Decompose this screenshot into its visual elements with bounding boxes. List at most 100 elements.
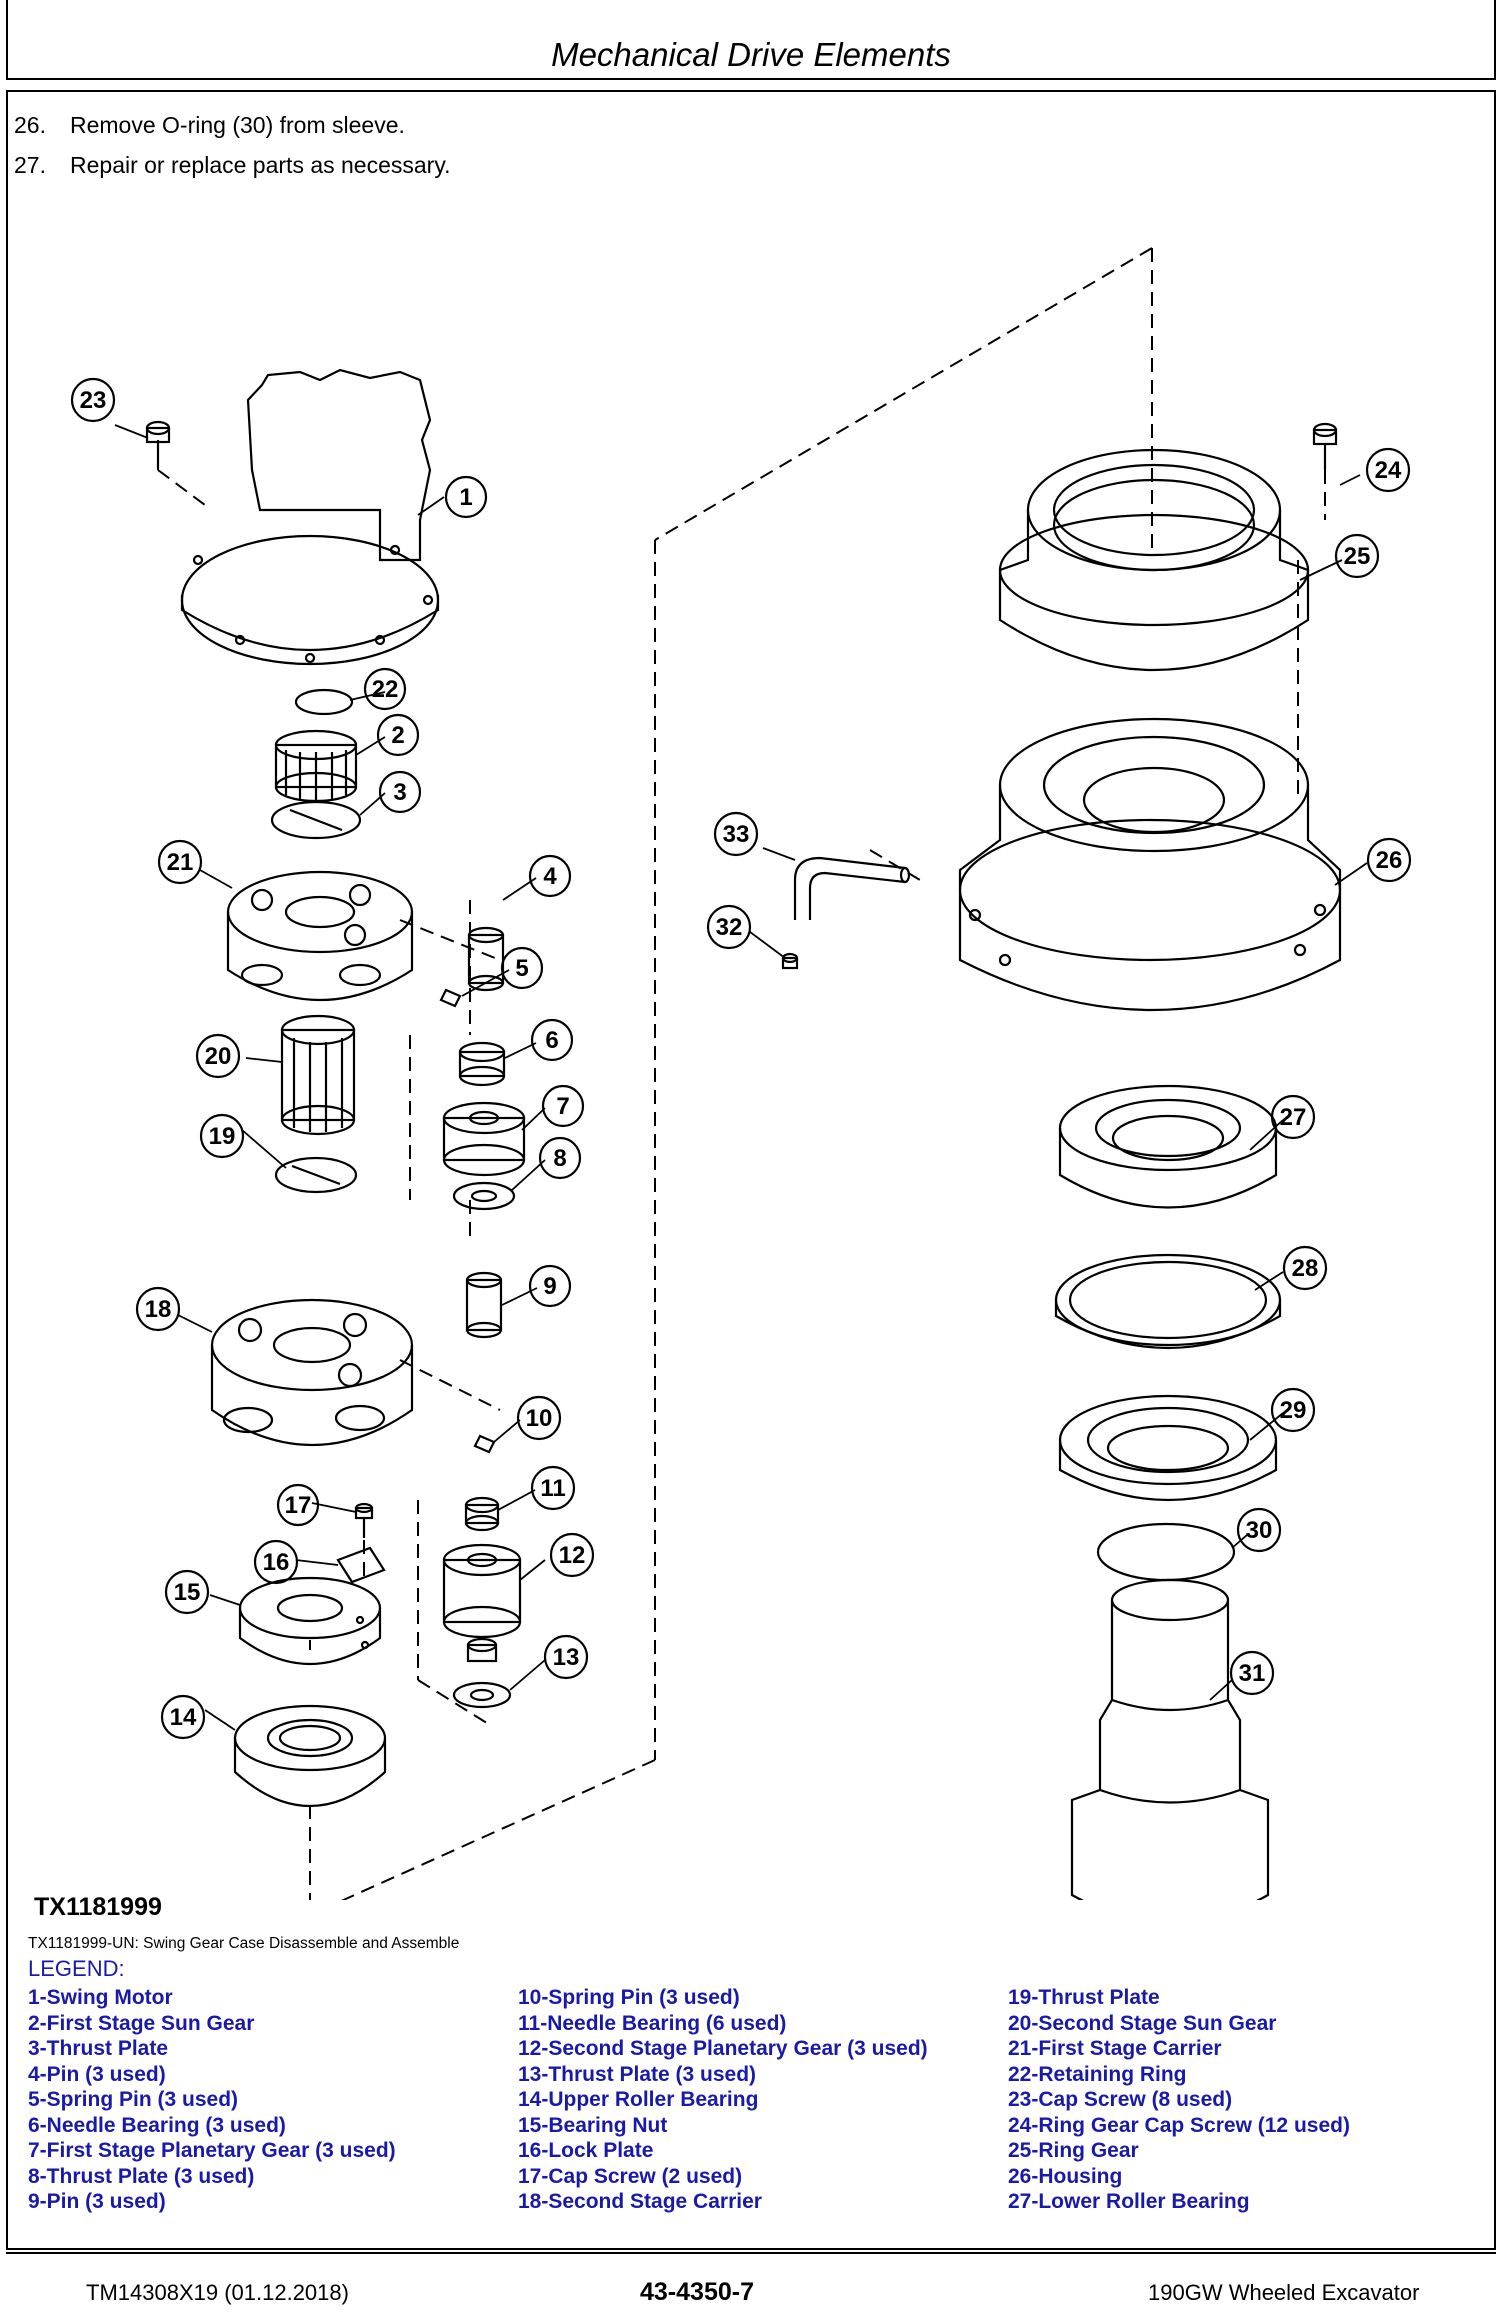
svg-text:33: 33 (723, 821, 750, 848)
header-box: Mechanical Drive Elements (6, 0, 1496, 80)
callout-8: 8 (538, 1136, 582, 1180)
svg-text:23: 23 (80, 387, 107, 414)
legend-item: 12-Second Stage Planetary Gear (3 used) (518, 2037, 928, 2060)
legend-item: 6-Needle Bearing (3 used) (28, 2113, 286, 2137)
callout-33: 33 (713, 811, 759, 857)
callout-13: 13 (543, 1634, 589, 1680)
callout-26: 26 (1366, 837, 1412, 883)
legend-item: 18-Second Stage Carrier (518, 2190, 762, 2213)
ring-gear-drawing (998, 448, 1310, 671)
svg-text:10: 10 (526, 1405, 553, 1432)
legend-item: 23-Cap Screw (8 used) (1008, 2088, 1233, 2111)
legend-item: 19-Thrust Plate (1008, 1986, 1160, 2009)
svg-text:28: 28 (1292, 1255, 1319, 1282)
callout-20: 20 (195, 1033, 241, 1079)
svg-text:8: 8 (553, 1145, 566, 1172)
svg-text:18: 18 (145, 1296, 172, 1323)
second-stage-sun-gear-drawing (280, 1014, 356, 1136)
legend-item: 10-Spring Pin (3 used) (518, 1986, 740, 2009)
callout-15: 15 (164, 1569, 210, 1615)
callout-16: 16 (253, 1539, 299, 1585)
cap-screw-23-drawing (145, 420, 171, 468)
retaining-ring-drawing (294, 688, 354, 716)
figure-id: TX1181999 (34, 1893, 162, 1921)
leader-lines (114, 424, 1368, 1731)
thrust-plate-13-drawing (452, 1637, 512, 1709)
ring-gear-cap-screw-drawing (1312, 422, 1338, 470)
callout-3: 3 (378, 770, 422, 814)
legend-item: 27-Lower Roller Bearing (1008, 2190, 1250, 2213)
svg-text:30: 30 (1246, 1517, 1273, 1544)
callout-25: 25 (1334, 533, 1380, 579)
lock-plate-drawing (336, 1546, 386, 1584)
callout-10: 10 (516, 1395, 562, 1441)
svg-text:29: 29 (1280, 1397, 1307, 1424)
svg-text:24: 24 (1375, 457, 1402, 484)
svg-text:21: 21 (167, 849, 194, 876)
assembly-axis-lines (157, 247, 1326, 1900)
svg-text:4: 4 (543, 863, 557, 890)
needle-bearing-6-drawing (458, 1041, 506, 1087)
figure-caption: TX1181999-UN: Swing Gear Case Disassembl… (28, 1935, 460, 1952)
upper-roller-bearing-drawing (233, 1704, 387, 1808)
thrust-plate-19-drawing (274, 1156, 358, 1194)
legend-title: LEGEND: (28, 1956, 125, 1981)
footer-model-name: 190GW Wheeled Excavator (1148, 2280, 1420, 2305)
svg-text:20: 20 (205, 1043, 232, 1070)
sleeve-drawing (1070, 1578, 1270, 1900)
legend-item: 14-Upper Roller Bearing (518, 2088, 759, 2111)
footer-page-number: 43-4350-7 (640, 2278, 754, 2306)
first-stage-carrier-drawing (226, 870, 414, 1001)
legend-item: 25-Ring Gear (1008, 2139, 1139, 2162)
callout-30: 30 (1236, 1507, 1282, 1553)
callout-14: 14 (160, 1694, 206, 1740)
callout-31: 31 (1229, 1650, 1275, 1696)
footer-document-id: TM14308X19 (01.12.2018) (86, 2280, 349, 2305)
bearing-nut-drawing (238, 1576, 382, 1665)
legend-item: 16-Lock Plate (518, 2139, 654, 2162)
content-box (6, 90, 1496, 2250)
svg-text:31: 31 (1239, 1660, 1266, 1687)
svg-text:1: 1 (459, 484, 472, 511)
svg-text:7: 7 (556, 1093, 569, 1120)
step-text: Repair or replace parts as necessary. (70, 152, 451, 178)
svg-text:12: 12 (559, 1542, 586, 1569)
hose-drawing (793, 856, 911, 920)
page-title: Mechanical Drive Elements (551, 36, 951, 73)
callout-4: 4 (528, 854, 572, 898)
legend-item: 7-First Stage Planetary Gear (3 used) (28, 2139, 396, 2162)
svg-text:15: 15 (174, 1579, 201, 1606)
legend-item: 5-Spring Pin (3 used) (28, 2088, 239, 2111)
step-number: 27. (14, 152, 46, 178)
legend-item: 1-Swing Motor (28, 1986, 173, 2009)
callout-labels: 1 2 3 4 5 6 7 8 9 10 11 12 13 14 15 16 1… (70, 377, 1412, 1740)
callout-11: 11 (530, 1465, 576, 1511)
svg-text:13: 13 (553, 1644, 580, 1671)
ring-28-drawing (1054, 1253, 1282, 1350)
callout-9: 9 (528, 1264, 572, 1308)
legend-column-2: 10-Spring Pin (3 used) 11-Needle Bearing… (518, 1985, 928, 2215)
svg-text:16: 16 (263, 1549, 290, 1576)
svg-text:27: 27 (1280, 1104, 1307, 1131)
svg-text:17: 17 (285, 1492, 312, 1519)
callout-19: 19 (199, 1113, 245, 1159)
legend-item: 13-Thrust Plate (3 used) (518, 2062, 757, 2086)
legend-item: 22-Retaining Ring (1008, 2062, 1187, 2086)
second-stage-carrier-drawing (210, 1298, 414, 1447)
svg-text:26: 26 (1376, 847, 1403, 874)
svg-text:5: 5 (515, 955, 528, 982)
footer-divider (6, 2252, 1496, 2254)
needle-bearing-11-drawing (464, 1496, 500, 1532)
callout-28: 28 (1282, 1245, 1328, 1291)
swing-motor-drawing (180, 368, 440, 666)
svg-text:6: 6 (545, 1027, 558, 1054)
pin-9-drawing (465, 1271, 503, 1339)
legend-item: 20-Second Stage Sun Gear (1008, 2011, 1277, 2035)
svg-text:3: 3 (393, 779, 406, 806)
callout-5: 5 (500, 946, 544, 990)
callout-27: 27 (1270, 1094, 1316, 1140)
legend-column-1: 1-Swing Motor 2-First Stage Sun Gear 3-T… (28, 1985, 396, 2215)
o-ring-drawing (1096, 1522, 1236, 1582)
legend-item: 8-Thrust Plate (3 used) (28, 2164, 255, 2188)
legend-item: 9-Pin (3 used) (28, 2190, 166, 2213)
